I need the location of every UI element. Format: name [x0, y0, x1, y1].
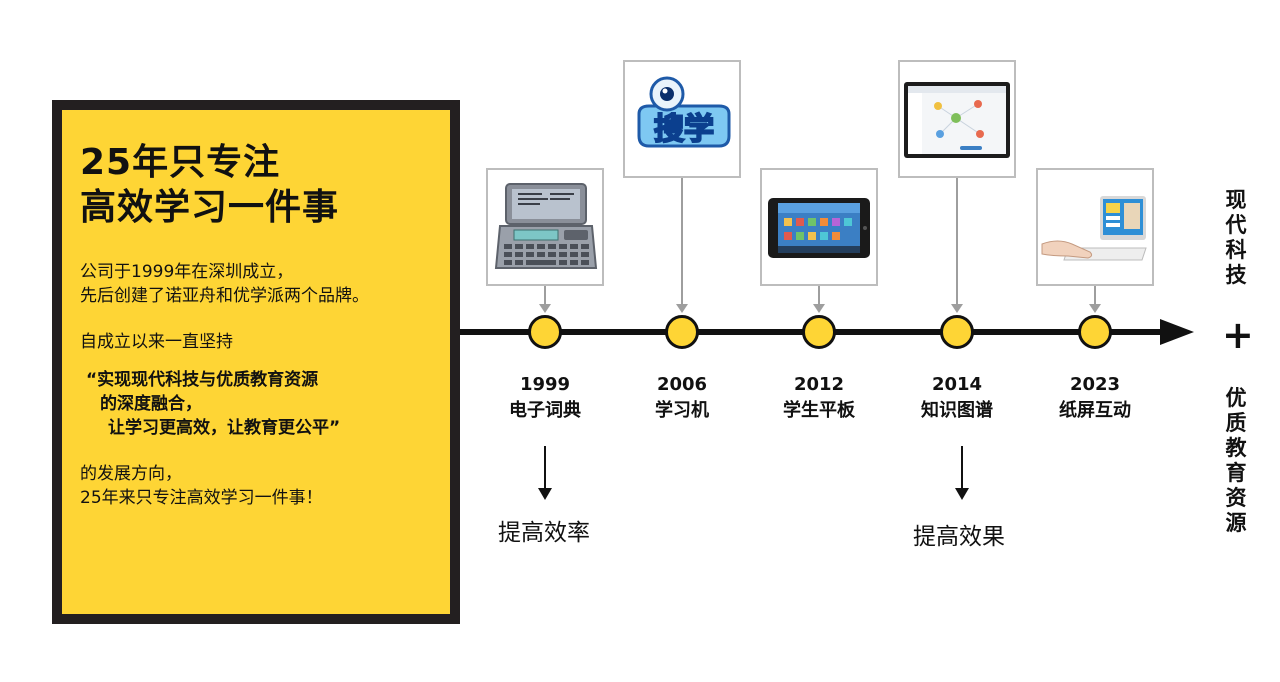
paragraph-direction-line2: 25年来只专注高效学习一件事！ — [80, 488, 323, 508]
milestone-label-2006: 2006 学习机 — [617, 372, 747, 424]
knowledge-graph-image — [898, 60, 1016, 178]
milestone-year: 1999 — [519, 374, 571, 395]
electronic-dictionary-image — [486, 168, 604, 286]
side-label-education: 优质教育资源 — [1225, 386, 1247, 535]
paragraph-direction: 的发展方向， 25年来只专注高效学习一件事！ — [80, 462, 450, 510]
paper-screen-image — [1036, 168, 1154, 286]
connector-2006 — [681, 178, 683, 306]
milestone-dot-1999 — [528, 315, 562, 349]
card-title: 25年只专注 高效学习一件事 — [80, 140, 450, 230]
milestone-product: 学习机 — [655, 400, 709, 421]
milestone-product: 纸屏互动 — [1059, 400, 1131, 421]
paragraph-founding-line1: 公司于1999年在深圳成立， — [80, 262, 294, 282]
effectiveness-arrow-tip — [955, 488, 969, 500]
milestone-product: 知识图谱 — [921, 400, 993, 421]
effectiveness-arrow — [961, 446, 963, 490]
connector-2023 — [1094, 286, 1096, 306]
connector-2012 — [818, 286, 820, 306]
connector-tip-2012 — [813, 304, 825, 313]
milestone-label-2023: 2023 纸屏互动 — [1030, 372, 1160, 424]
paragraph-direction-line1: 的发展方向， — [80, 464, 182, 484]
milestone-year: 2012 — [793, 374, 845, 395]
milestone-product: 电子词典 — [509, 400, 581, 421]
paragraph-commitment: 自成立以来一直坚持 — [80, 332, 233, 352]
effect-effectiveness: 提高效果 — [913, 524, 1005, 550]
milestone-product: 学生平板 — [783, 400, 855, 421]
plus-sign: + — [1222, 313, 1254, 357]
milestone-label-2012: 2012 学生平板 — [754, 372, 884, 424]
mission-quote: “实现现代科技与优质教育资源 的深度融合， 让学习更高效，让教育更公平” — [86, 368, 450, 440]
milestone-dot-2014 — [940, 315, 974, 349]
side-label-technology: 现代科技 — [1225, 188, 1247, 287]
milestone-label-2014: 2014 知识图谱 — [892, 372, 1022, 424]
connector-tip-2014 — [951, 304, 963, 313]
connector-tip-2006 — [676, 304, 688, 313]
mission-quote-line3: 让学习更高效，让教育更公平” — [108, 418, 341, 438]
milestone-year: 2014 — [931, 374, 983, 395]
effect-efficiency: 提高效率 — [498, 520, 590, 546]
milestone-dot-2023 — [1078, 315, 1112, 349]
souxue-logo-image: 搜学 — [623, 60, 741, 178]
paragraph-founding-line2: 先后创建了诺亚舟和优学派两个品牌。 — [80, 286, 369, 306]
intro-card: 25年只专注 高效学习一件事 公司于1999年在深圳成立， 先后创建了诺亚舟和优… — [52, 100, 460, 624]
souxue-logo-text: 搜学 — [654, 112, 714, 147]
mission-quote-line1: “实现现代科技与优质教育资源 — [86, 370, 319, 390]
mission-quote-line2: 的深度融合， — [100, 394, 202, 414]
connector-tip-1999 — [539, 304, 551, 313]
paragraph-founding: 公司于1999年在深圳成立， 先后创建了诺亚舟和优学派两个品牌。 — [80, 260, 450, 308]
card-title-line2: 高效学习一件事 — [80, 187, 340, 228]
milestone-label-1999: 1999 电子词典 — [480, 372, 610, 424]
connector-1999 — [544, 286, 546, 306]
efficiency-arrow-tip — [538, 488, 552, 500]
intro-card-body: 25年只专注 高效学习一件事 公司于1999年在深圳成立， 先后创建了诺亚舟和优… — [62, 110, 450, 614]
student-tablet-image — [760, 168, 878, 286]
milestone-dot-2006 — [665, 315, 699, 349]
milestone-year: 2023 — [1069, 374, 1121, 395]
milestone-year: 2006 — [656, 374, 708, 395]
timeline-arrowhead — [1160, 319, 1194, 345]
card-title-line1: 25年只专注 — [80, 142, 281, 183]
connector-2014 — [956, 178, 958, 306]
milestone-dot-2012 — [802, 315, 836, 349]
connector-tip-2023 — [1089, 304, 1101, 313]
card-description: 公司于1999年在深圳成立， 先后创建了诺亚舟和优学派两个品牌。 自成立以来一直… — [80, 260, 450, 510]
efficiency-arrow — [544, 446, 546, 490]
